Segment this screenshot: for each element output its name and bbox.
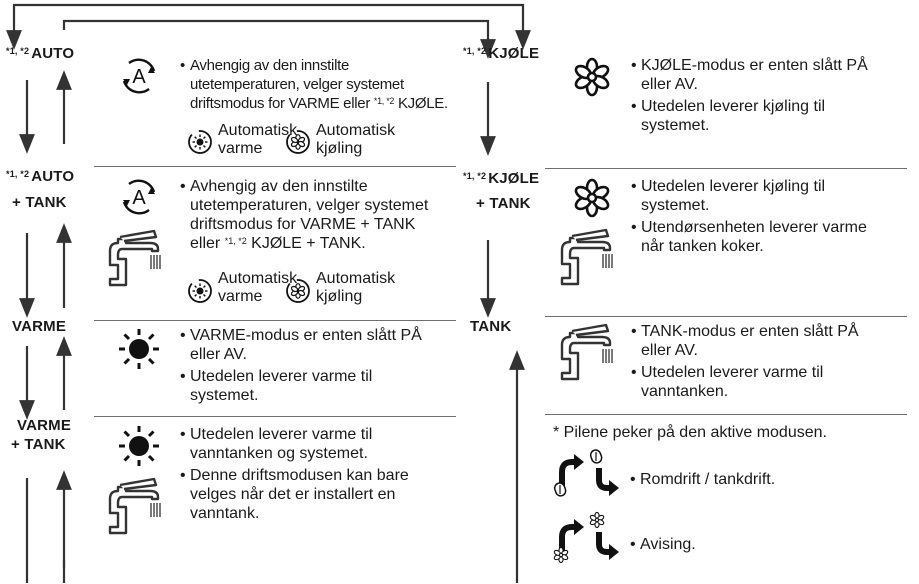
auto-tank-cool-label2: kjøling [316, 288, 363, 305]
tank-description: •TANK-modus er enten slått PÅ eller AV. … [631, 323, 859, 400]
sun-icon [117, 327, 161, 371]
auto-heat-label: Automatisk [218, 122, 298, 139]
legend-defrost: •Avising. [630, 536, 696, 553]
footnote-ref: *1, *2 [6, 169, 30, 179]
legend-room-tank: •Romdrift / tankdrift. [630, 471, 776, 488]
footnote-ref: *1, *2 [463, 46, 487, 56]
auto-tank-cool-label: Automatisk [316, 270, 396, 287]
mode-auto-tank-plus: + TANK [12, 194, 67, 211]
auto-line1: Avhengig av den innstilte [190, 57, 350, 74]
footnote-ref: *1, *2 [6, 46, 30, 56]
defrost-arrow-icon [588, 511, 619, 560]
kjole-description: •KJØLE-modus er enten slått PÅ eller AV.… [631, 57, 868, 134]
mode-kjole-label: KJØLE [488, 45, 540, 62]
varme-tank-description: •Utedelen leverer varme til vanntanken o… [180, 426, 409, 522]
auto-heat-icon [183, 125, 217, 159]
divider [545, 168, 907, 169]
mode-varme-tank: VARME [17, 417, 72, 434]
auto-description: • Avhengig av den innstilte utetemperatur… [180, 56, 460, 113]
footnote-ref: *1, *2 [463, 171, 487, 181]
bullet: • [180, 178, 186, 195]
kjole-tank-description: •Utedelen leverer kjøling til systemet. … [631, 178, 867, 255]
divider [94, 416, 456, 417]
faucet-icon [108, 477, 162, 535]
mode-varme: VARME [12, 318, 67, 335]
snowflake-icon [572, 57, 612, 97]
auto-a-icon [121, 58, 157, 94]
mode-tank: TANK [470, 318, 512, 335]
mode-kjole-tank-plus: + TANK [476, 195, 531, 212]
auto-heat-label2: varme [218, 140, 263, 157]
faucet-icon [560, 323, 614, 381]
bullet: • [180, 57, 185, 74]
mode-kjole-tank-label: KJØLE [488, 170, 540, 187]
varme-description: •VARME-modus er enten slått PÅ eller AV.… [180, 327, 422, 404]
sun-icon [117, 424, 161, 468]
mode-auto-tank-label: AUTO [31, 168, 75, 185]
auto-heat-icon [183, 274, 217, 308]
divider [94, 320, 456, 321]
auto-line2: utetemperaturen, velger systemet [190, 76, 404, 93]
auto-tank-heat-label: Automatisk [218, 270, 298, 287]
auto-cool-label2: kjøling [316, 140, 363, 157]
mode-auto-label: AUTO [31, 45, 75, 62]
mode-varme-tank-plus: + TANK [11, 436, 66, 453]
faucet-icon [560, 228, 614, 286]
auto-a-icon [121, 179, 157, 215]
divider [545, 316, 907, 317]
auto-line3: driftsmodus for VARME eller *1, *2 KJØLE… [190, 95, 448, 112]
legend-note: * Pilene peker på den aktive modusen. [553, 424, 827, 441]
faucet-icon [108, 229, 162, 287]
room-tank-arrow-icon [589, 449, 619, 496]
divider [94, 166, 456, 167]
snowflake-icon [572, 178, 612, 218]
defrost-arrow-icon [552, 519, 584, 564]
room-tank-arrow-icon [553, 454, 584, 497]
divider [545, 414, 907, 415]
auto-cool-label: Automatisk [316, 122, 396, 139]
auto-tank-description: •Avhengig av den innstilte utetemperatur… [180, 178, 429, 252]
auto-tank-heat-label2: varme [218, 288, 263, 305]
